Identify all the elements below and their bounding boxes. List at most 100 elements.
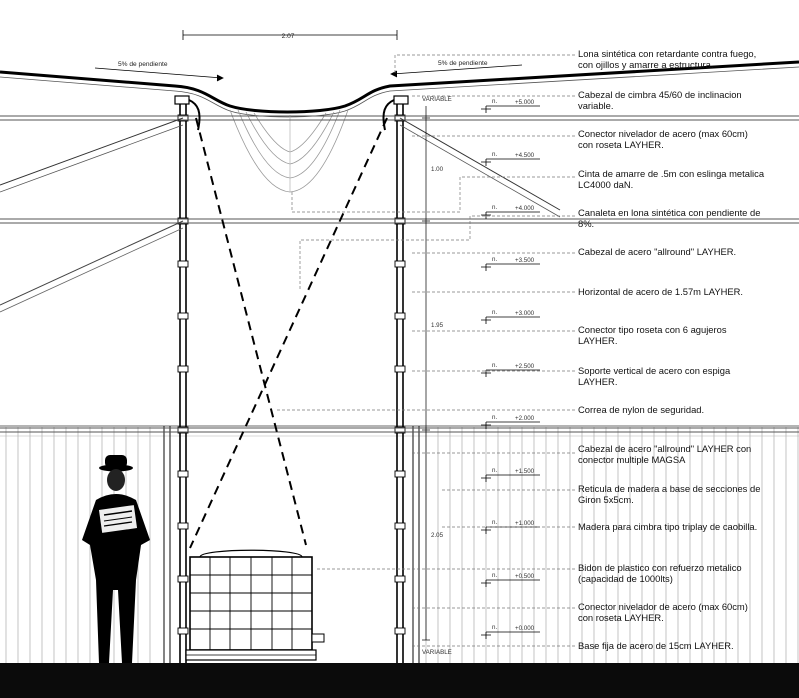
note-line: Correa de nylon de seguridad. [578, 404, 704, 415]
level-marker-symbol: n. [492, 256, 497, 263]
level-marker: n. +4.500 [481, 151, 540, 166]
braces [0, 117, 561, 313]
gutter-sag-curves [229, 109, 349, 193]
note-line: (capacidad de 1000lts) [578, 573, 673, 584]
level-marker-symbol: n. [492, 204, 497, 211]
note-line: Giron 5x5cm. [578, 494, 634, 505]
dimension-variable-top: VARIABLE [422, 96, 452, 103]
note-line: Bidon de plastico con refuerzo metalico [578, 562, 742, 573]
level-marker-symbol: n. [492, 151, 497, 158]
level-value: +3.500 [515, 257, 535, 264]
level-marker: n. +5.000 [481, 98, 540, 113]
level-marker: n. +2.000 [481, 414, 540, 429]
note-line: conector multiple MAGSA [578, 454, 686, 465]
rosette-connector [177, 575, 189, 583]
note-label: Cinta de amarre de .5m con eslinga metal… [578, 168, 767, 190]
rosette-connector [394, 260, 406, 268]
level-marker: n. +4.000 [481, 204, 540, 219]
level-marker-symbol: n. [492, 519, 497, 526]
level-value: +3.000 [515, 310, 535, 317]
diagonal-brace [0, 117, 184, 186]
vertical-dimension-chain [422, 106, 430, 641]
level-marker: n. +0.500 [481, 572, 540, 587]
level-marker-symbol: n. [492, 414, 497, 421]
water-tank-ibc [185, 549, 325, 661]
rosette-connector [394, 312, 406, 320]
annotation-notes: Lona sintética con retardante contra fue… [578, 48, 767, 651]
rosette-connector [394, 365, 406, 373]
formwork-heads [174, 95, 409, 131]
note-line: Conector nivelador de acero (max 60cm) [578, 601, 748, 612]
note-label: Cabezal de acero "allround" LAYHER. [578, 246, 736, 257]
level-value: +2.500 [515, 363, 535, 370]
level-marker: n. +1.500 [481, 467, 540, 482]
note-line: Horizontal de acero de 1.57m LAYHER. [578, 286, 743, 297]
diagonal-brace [0, 227, 184, 313]
dimension-top-width: 2.07 [282, 33, 295, 40]
level-value: +1.500 [515, 468, 535, 475]
rosette-connector [177, 312, 189, 320]
note-line: 8%. [578, 218, 594, 229]
level-value: +1.000 [515, 520, 535, 527]
rosette-connector [394, 522, 406, 530]
diagonal-brace [399, 124, 561, 218]
note-line: Cinta de amarre de .5m con eslinga metal… [578, 168, 765, 179]
rosette-connector [394, 426, 406, 434]
note-label: Conector nivelador de acero (max 60cm) c… [578, 128, 750, 150]
note-label: Madera para cimbra tipo triplay de caobi… [578, 521, 757, 532]
note-label: Horizontal de acero de 1.57m LAYHER. [578, 286, 743, 297]
note-line: Lona sintética con retardante contra fue… [578, 48, 756, 59]
diagonal-brace [399, 117, 561, 211]
diagonal-brace [0, 124, 184, 193]
dimension-gap-3: 2.05 [431, 532, 444, 539]
level-marker-symbol: n. [492, 467, 497, 474]
note-label: Conector tipo roseta con 6 agujeros LAYH… [578, 324, 729, 346]
note-line: variable. [578, 100, 613, 111]
note-label: Base fija de acero de 15cm LAYHER. [578, 640, 734, 651]
level-value: +5.000 [515, 99, 535, 106]
level-marker: n. +1.000 [481, 519, 540, 534]
note-line: Base fija de acero de 15cm LAYHER. [578, 640, 734, 651]
diagonal-brace [0, 220, 184, 306]
note-label: Lona sintética con retardante contra fue… [578, 48, 759, 70]
nylon-safety-straps [189, 117, 388, 549]
note-label: Canaleta en lona sintética con pendiente… [578, 207, 763, 229]
note-line: Cabezal de cimbra 45/60 de inclinacion [578, 89, 742, 100]
rosette-connector [177, 470, 189, 478]
note-line: Soporte vertical de acero con espiga [578, 365, 731, 376]
note-label: Reticula de madera a base de secciones d… [578, 483, 763, 505]
note-line: Madera para cimbra tipo triplay de caobi… [578, 521, 757, 532]
vertical-posts [163, 104, 420, 663]
level-marker: n. +3.500 [481, 256, 540, 271]
rosette-connector [394, 627, 406, 635]
level-value: +0.500 [515, 573, 535, 580]
rosette-connector [177, 426, 189, 434]
human-scale-figure [82, 455, 150, 663]
top-dimension [182, 30, 398, 40]
note-line: Cabezal de acero "allround" LAYHER con [578, 443, 751, 454]
level-value: +2.000 [515, 415, 535, 422]
note-label: Bidon de plastico con refuerzo metalico … [578, 562, 744, 584]
rosette-connector [394, 575, 406, 583]
level-markers: n. +5.000 n. +4.500 n. +4.000 n. +3.500 … [481, 98, 540, 639]
dimension-gap-2: 1.95 [431, 322, 444, 329]
horizontal-ledgers [0, 115, 799, 433]
level-marker-symbol: n. [492, 572, 497, 579]
level-marker: n. +2.500 [481, 362, 540, 377]
note-line: con ojillos y amarre a estructura. [578, 59, 713, 70]
rosette-connector [394, 470, 406, 478]
ground-slab [0, 663, 799, 698]
rosette-connector [394, 217, 406, 225]
note-label: Correa de nylon de seguridad. [578, 404, 704, 415]
note-line: Canaleta en lona sintética con pendiente… [578, 207, 760, 218]
rosette-connector [177, 627, 189, 635]
note-line: LAYHER. [578, 376, 617, 387]
level-value: +4.500 [515, 152, 535, 159]
note-line: con roseta LAYHER. [578, 139, 664, 150]
note-line: Cabezal de acero "allround" LAYHER. [578, 246, 736, 257]
rosette-connector [177, 522, 189, 530]
level-marker-symbol: n. [492, 624, 497, 631]
dimension-variable-bottom: VARIABLE [422, 649, 452, 656]
level-value: +0.000 [515, 625, 535, 632]
